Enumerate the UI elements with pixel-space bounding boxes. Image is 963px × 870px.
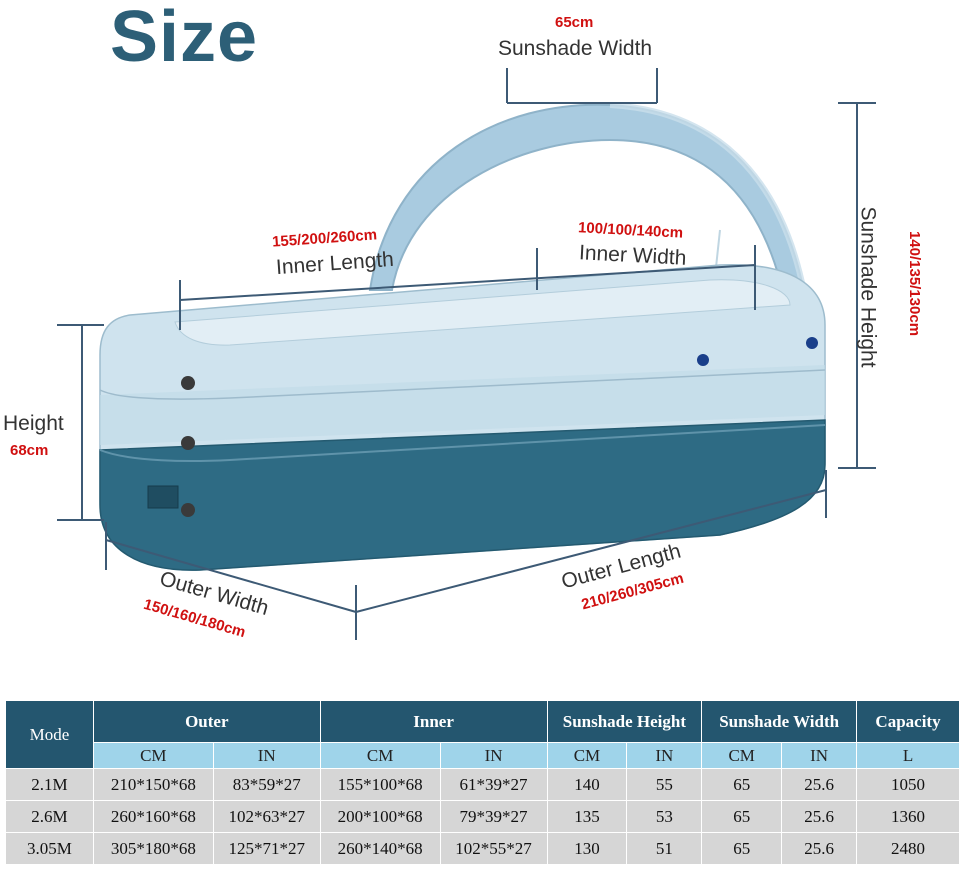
mode-cell: 3.05M xyxy=(5,832,94,865)
outer-header: Outer xyxy=(92,700,321,743)
dimension-lines xyxy=(57,68,876,640)
table-cell: 155*100*68 xyxy=(319,768,441,801)
table-cell: 200*100*68 xyxy=(319,800,441,833)
sunshade-width-label: Sunshade Width xyxy=(498,37,653,60)
subheader-cell: IN xyxy=(439,742,548,769)
table-cell: 130 xyxy=(546,832,628,865)
table-cell: 55 xyxy=(626,768,703,801)
spec-table: Mode Outer Inner Sunshade Height Sunshad… xyxy=(5,700,960,865)
table-cell: 61*39*27 xyxy=(439,768,548,801)
mode-header: Mode xyxy=(5,700,94,769)
page-title: Size xyxy=(110,0,259,77)
table-cell: 140 xyxy=(546,768,628,801)
table-cell: 83*59*27 xyxy=(212,768,321,801)
table-cell: 25.6 xyxy=(781,832,858,865)
sunshade-height-label: Sunshade Height xyxy=(856,206,880,368)
table-cell: 102*63*27 xyxy=(212,800,321,833)
pool-illustration xyxy=(57,68,876,640)
subheader-cell: IN xyxy=(626,742,703,769)
table-cell: 65 xyxy=(701,800,783,833)
table-cell: 65 xyxy=(701,768,783,801)
table-cell: 210*150*68 xyxy=(92,768,214,801)
subheader-cell: IN xyxy=(781,742,858,769)
table-cell: 53 xyxy=(626,800,703,833)
table-cell: 51 xyxy=(626,832,703,865)
table-cell: 1360 xyxy=(856,800,960,833)
table-cell: 65 xyxy=(701,832,783,865)
subheader-cell: IN xyxy=(212,742,321,769)
sunshade-width-header: Sunshade Width xyxy=(701,700,858,743)
sunshade-height-value: 140/135/130cm xyxy=(906,230,924,337)
sunshade-width-value: 65cm xyxy=(555,14,594,31)
table-cell: 25.6 xyxy=(781,800,858,833)
mode-cell: 2.6M xyxy=(5,800,94,833)
table-row: 2.1M 210*150*68 83*59*27 155*100*68 61*3… xyxy=(5,768,960,801)
subheader-cell: CM xyxy=(701,742,783,769)
table-cell: 125*71*27 xyxy=(212,832,321,865)
subheader-cell: CM xyxy=(92,742,214,769)
inner-header: Inner xyxy=(319,700,548,743)
height-value: 68cm xyxy=(10,442,49,459)
table-row: 2.6M 260*160*68 102*63*27 200*100*68 79*… xyxy=(5,800,960,833)
subheader-cell: CM xyxy=(546,742,628,769)
table-cell: 1050 xyxy=(856,768,960,801)
capacity-header: Capacity xyxy=(856,700,960,743)
mode-cell: 2.1M xyxy=(5,768,94,801)
table-cell: 260*160*68 xyxy=(92,800,214,833)
height-label: Height xyxy=(3,412,64,435)
table-row: 3.05M 305*180*68 125*71*27 260*140*68 10… xyxy=(5,832,960,865)
subheader-cell: CM xyxy=(319,742,441,769)
subheader-cell: L xyxy=(856,742,960,769)
table-cell: 79*39*27 xyxy=(439,800,548,833)
table-cell: 305*180*68 xyxy=(92,832,214,865)
sunshade-height-header: Sunshade Height xyxy=(546,700,703,743)
table-cell: 2480 xyxy=(856,832,960,865)
table-cell: 102*55*27 xyxy=(439,832,548,865)
table-cell: 25.6 xyxy=(781,768,858,801)
table-cell: 260*140*68 xyxy=(319,832,441,865)
table-cell: 135 xyxy=(546,800,628,833)
